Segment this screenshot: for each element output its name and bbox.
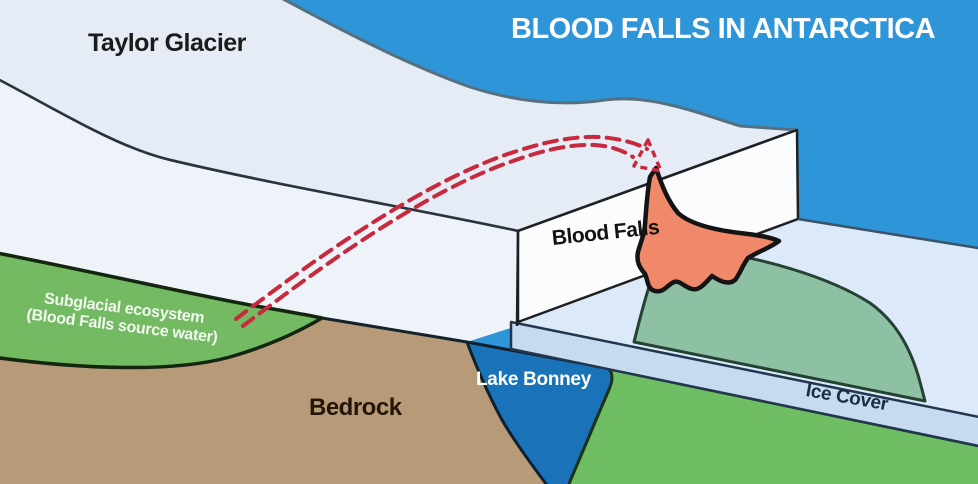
glacier-corner-edge	[515, 230, 520, 327]
lake-bonney-label: Lake Bonney	[476, 369, 591, 390]
lake-water	[567, 367, 978, 484]
bedrock-top-edge	[321, 316, 468, 344]
subglacial-pocket	[0, 251, 324, 370]
glacier-side-face	[0, 78, 518, 342]
flow-path-arrow-outer	[234, 134, 649, 321]
ice-cover-band	[509, 320, 978, 448]
blood-falls-flow	[635, 165, 782, 294]
page-title: BLOOD FALLS IN ANTARCTICA	[511, 13, 936, 45]
glacier-fold-line	[0, 78, 519, 233]
flow-arrowhead	[632, 138, 663, 173]
bedrock-label: Bedrock	[309, 394, 402, 421]
flow-path-arrow-inner	[241, 142, 635, 328]
taylor-glacier-label: Taylor Glacier	[88, 29, 246, 57]
horizon-line	[797, 217, 978, 250]
